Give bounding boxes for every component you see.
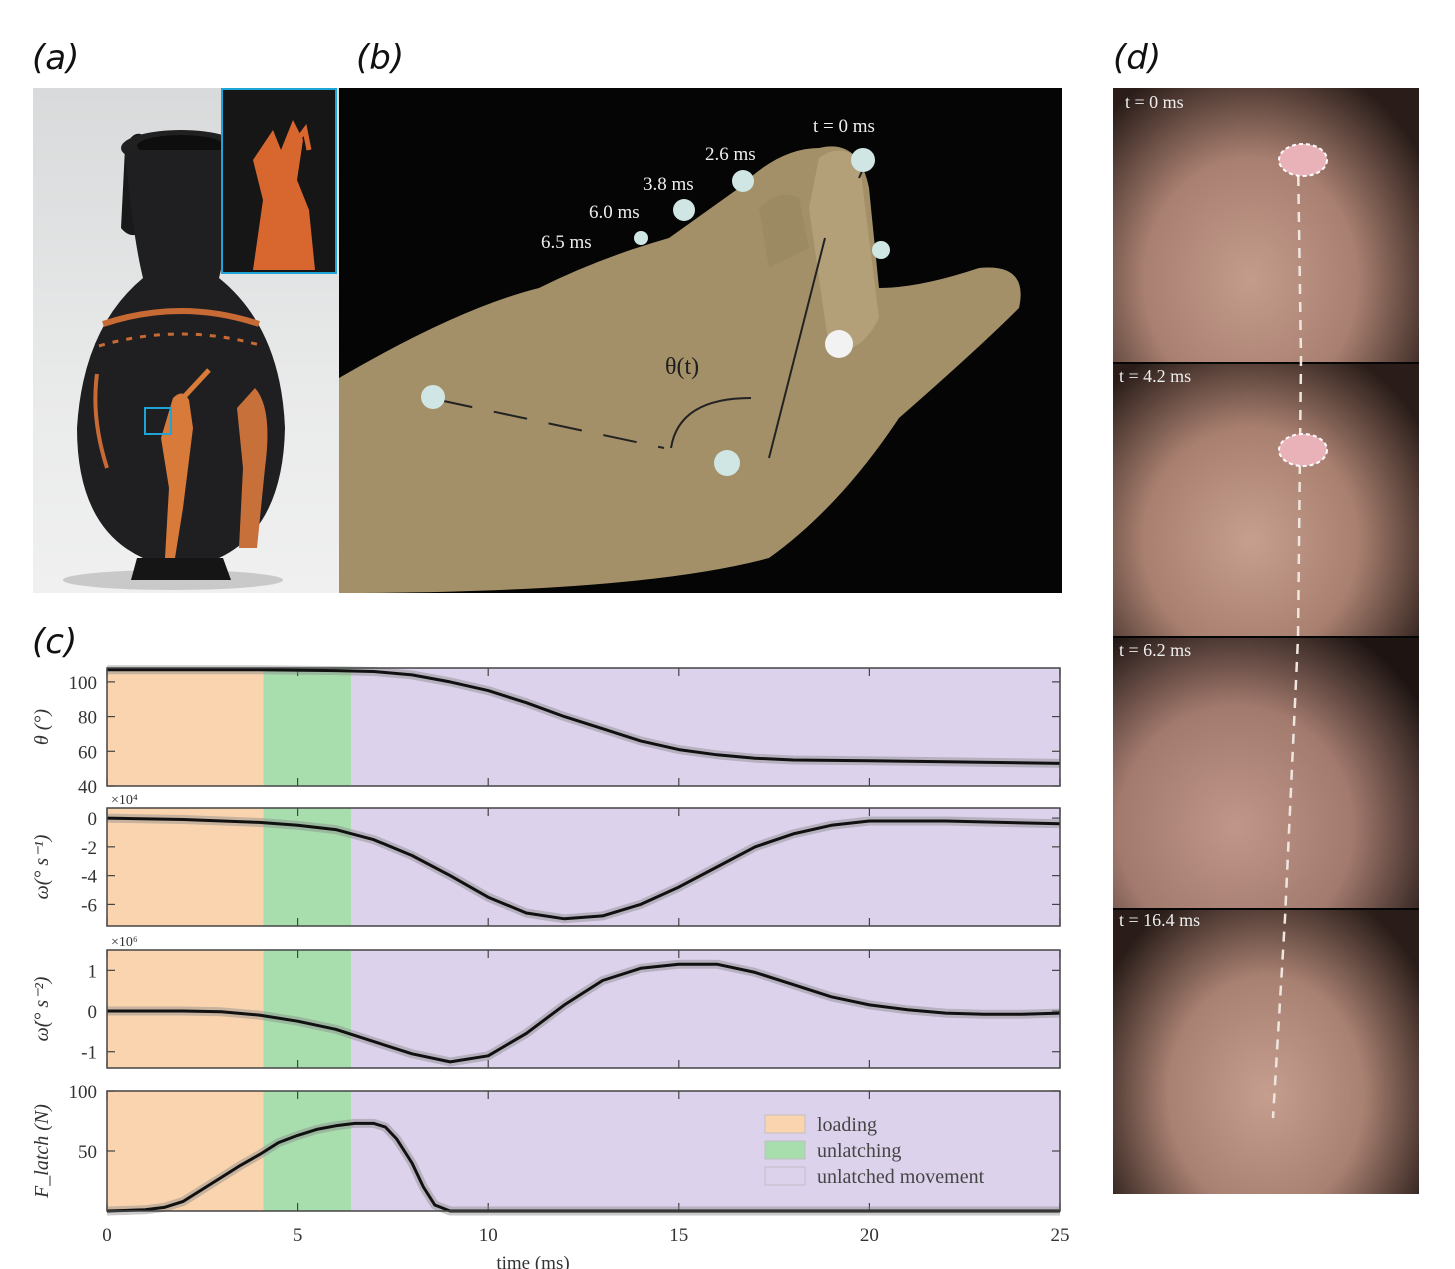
subplot-omega: -6 -4 -2 0 ω(° s⁻¹) ×10⁴ [31, 793, 1061, 927]
legend-label-0: loading [817, 1114, 877, 1136]
subplot-alpha: -1 0 1 ω̇(° s⁻²) ×10⁶ [31, 935, 1061, 1069]
phase-band-theta-1 [263, 668, 351, 786]
xtick-label-5: 5 [293, 1225, 303, 1246]
chart-x-axis: 0 5 10 15 20 25 [102, 1225, 1069, 1246]
frame-2-time: t = 4.2 ms [1119, 366, 1192, 386]
frame-3-time: t = 6.2 ms [1119, 640, 1192, 660]
legend-swatch-1 [764, 1140, 806, 1160]
ytick-label-omega--6: -6 [81, 895, 97, 916]
multiplier-alpha: ×10⁶ [111, 935, 138, 950]
phase-band-alpha-0 [107, 950, 264, 1068]
x-axis-label: time (ms) [496, 1253, 569, 1269]
panel-label-b: (b) [356, 38, 405, 78]
ytick-label-alpha-0: 0 [88, 1002, 98, 1023]
ytick-label-theta-60: 60 [78, 742, 97, 763]
frame-3 [1113, 638, 1419, 908]
vase-inset [221, 88, 337, 274]
series-line-theta [107, 668, 1061, 765]
xtick-label-15: 15 [669, 1225, 688, 1246]
xtick-label-10: 10 [479, 1225, 498, 1246]
series-line-omega [106, 816, 1061, 921]
legend-swatch-0 [764, 1114, 806, 1134]
frame-1 [1113, 88, 1419, 362]
frame-4-time: t = 16.4 ms [1119, 910, 1201, 930]
chart-plots: 40 60 80 100 θ (°) -6 -4 -2 0 ω(° s⁻¹) ×10⁴ -1 0 1 ω̇(… [31, 665, 1061, 1216]
chart-legend: loading unlatching unlatched movement [764, 1114, 985, 1188]
snap-guideline [1271, 143, 1328, 1119]
time-label-0: t = 0 ms [813, 116, 875, 137]
ytick-label-alpha-1: 1 [88, 961, 98, 982]
ytick-label-theta-80: 80 [78, 708, 97, 729]
frame-2 [1113, 364, 1419, 636]
time-label-3-8: 3.8 ms [643, 174, 694, 195]
legend-label-2: unlatched movement [817, 1166, 985, 1188]
ytick-label-alpha--1: -1 [81, 1043, 97, 1064]
series-line-alpha [107, 962, 1061, 1064]
xtick-label-0: 0 [102, 1225, 112, 1246]
ytick-label-theta-40: 40 [78, 777, 97, 798]
phase-band-omega-2 [350, 808, 1060, 926]
phase-band-theta-0 [107, 668, 264, 786]
ytick-label-force-100: 100 [69, 1082, 98, 1103]
subplot-theta: 40 60 80 100 θ (°) [31, 665, 1061, 798]
legend-swatch-2 [764, 1166, 806, 1186]
phase-band-force-1 [263, 1091, 351, 1211]
ytick-label-theta-100: 100 [69, 673, 98, 694]
subplot-frame-theta [106, 667, 1061, 787]
xtick-label-25: 25 [1051, 1225, 1070, 1246]
phase-band-alpha-1 [263, 950, 351, 1068]
panel-label-d: (d) [1113, 38, 1162, 78]
time-label-6-5: 6.5 ms [541, 232, 592, 253]
time-label-6-0: 6.0 ms [589, 202, 640, 223]
phase-band-alpha-2 [350, 950, 1060, 1068]
phase-band-force-0 [107, 1091, 264, 1211]
panel-label-c: (c) [32, 622, 78, 662]
ylabel-theta: θ (°) [31, 709, 53, 745]
ylabel-force: F_latch (N) [31, 1104, 53, 1199]
hand-photo: t = 0 ms 2.6 ms 3.8 ms 6.0 ms 6.5 ms θ(t… [339, 88, 1062, 593]
vase-illustration [63, 130, 285, 590]
subplot-frame-omega [106, 807, 1061, 927]
xtick-label-20: 20 [860, 1225, 879, 1246]
ytick-label-omega--4: -4 [81, 867, 97, 888]
ytick-label-omega-0: 0 [88, 809, 98, 830]
hand-illustration [339, 146, 1021, 593]
snap-frames: t = 0 ms t = 4.2 ms t = 6.2 ms t = 16.4 … [1113, 88, 1419, 1194]
vase-photo [33, 88, 339, 593]
ylabel-alpha: ω̇(° s⁻²) [31, 976, 53, 1041]
ytick-label-omega--2: -2 [81, 838, 97, 859]
phase-band-omega-0 [107, 808, 264, 926]
time-label-2-6: 2.6 ms [705, 144, 756, 165]
theta-label: θ(t) [665, 354, 700, 380]
subplot-frame-alpha [106, 949, 1061, 1069]
panel-label-a: (a) [32, 38, 80, 78]
legend-label-1: unlatching [817, 1140, 901, 1162]
ytick-label-force-50: 50 [78, 1142, 97, 1163]
ylabel-omega: ω(° s⁻¹) [31, 834, 53, 899]
multiplier-omega: ×10⁴ [111, 793, 138, 808]
subplot-frame-force [106, 1090, 1061, 1212]
frame-1-time: t = 0 ms [1125, 92, 1184, 112]
frame-4 [1113, 910, 1419, 1194]
phase-band-force-2 [350, 1091, 1060, 1211]
